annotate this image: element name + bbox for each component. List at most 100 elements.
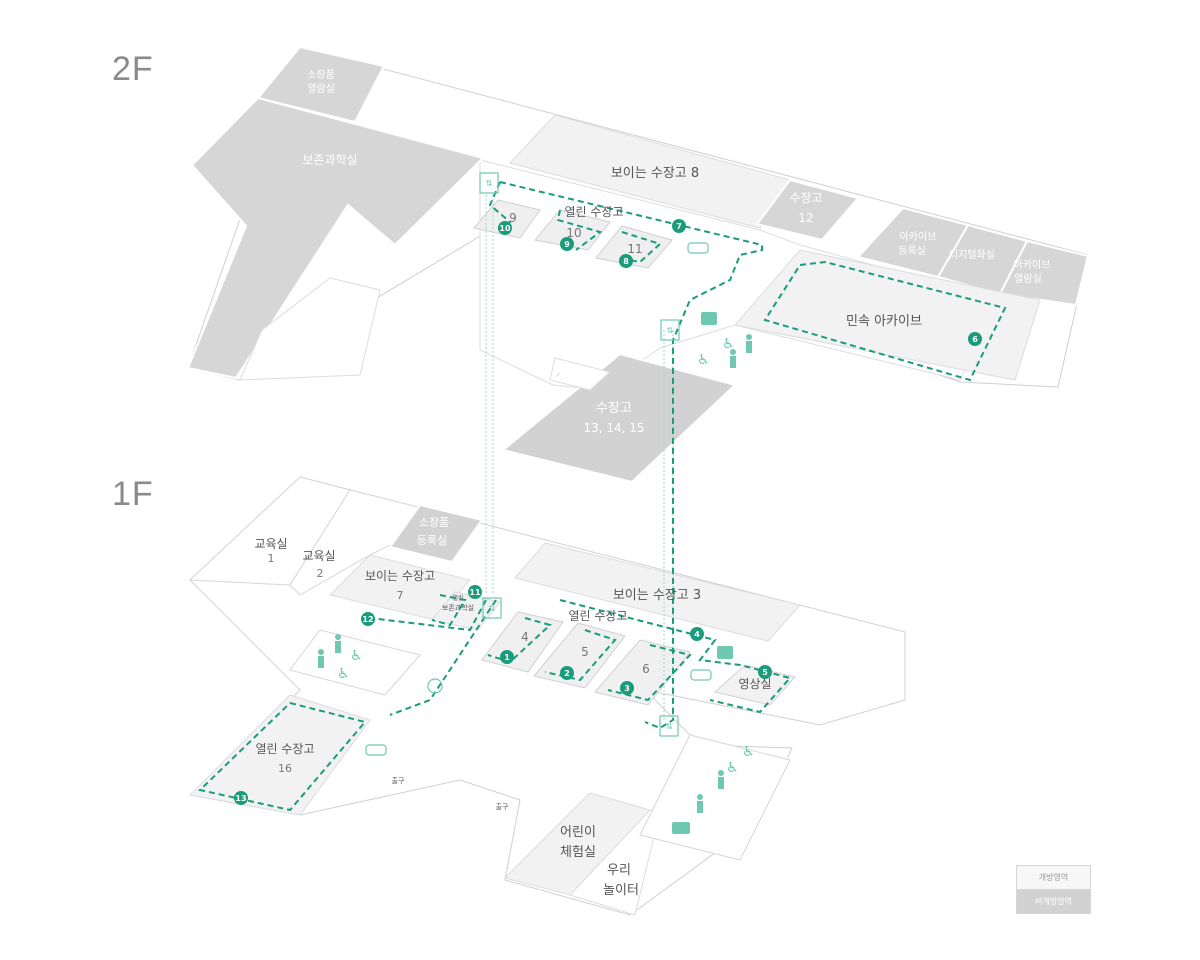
label-storage-view-2f: 소장품 (307, 69, 335, 81)
svg-text:⇅: ⇅ (667, 326, 674, 335)
label-edu-1: 교육실 (254, 537, 287, 551)
map-icons: ⇅ ⇅ ⇅ ⇅ ♿ ♿ ♿ ♿ ♿ ♿ ⸝ (318, 172, 755, 834)
svg-text:9: 9 (564, 240, 570, 249)
label-playground-2: 놀이터 (603, 883, 639, 898)
route-marker-9[interactable]: 9 (560, 237, 574, 251)
sofa-icon (687, 242, 709, 254)
route-marker-1[interactable]: 1 (500, 650, 514, 664)
restroom-icon (746, 334, 752, 353)
route-marker-2[interactable]: 2 (560, 666, 574, 680)
luggage-icon (717, 646, 733, 659)
label-open-storage-16: 열린 수장고 (255, 742, 314, 756)
room-archive-view[interactable] (998, 239, 1090, 307)
label-visible-storage-7: 보이는 수장고 (365, 569, 435, 583)
wheelchair-icon: ♿ (337, 666, 350, 682)
label-room-11: 11 (627, 242, 642, 256)
svg-text:♿: ♿ (337, 666, 350, 682)
room-visible-storage-8[interactable] (509, 114, 791, 229)
room-folk-archive[interactable] (734, 249, 1041, 381)
label-archive-view-2: 열람실 (1014, 272, 1042, 285)
wheelchair-icon: ♿ (350, 648, 363, 664)
room-conservation-strip (239, 277, 381, 381)
label-visible-storage-8: 보이는 수장고 8 (611, 166, 699, 181)
svg-text:10: 10 (499, 224, 511, 233)
legend-closed-area: 비개방영역 (1017, 890, 1090, 913)
room-11[interactable] (595, 225, 673, 269)
route-marker-6[interactable]: 6 (968, 332, 982, 346)
label-collection-reg-2: 등록실 (417, 534, 447, 547)
elevator-icon[interactable]: ⇅ (482, 597, 502, 619)
label-folk-archive: 민속 아카이브 (846, 314, 922, 329)
svg-text:♿: ♿ (697, 352, 710, 368)
restroom-block-1f-left (289, 629, 421, 696)
label-archive-reg: 아카이브 (900, 231, 937, 243)
room-storage-13-15[interactable] (500, 352, 737, 484)
label-collection-reg: 소장품 (419, 516, 449, 529)
floor-1f (188, 476, 906, 916)
label-kids-2: 체험실 (560, 845, 596, 860)
label-room-6: 6 (642, 662, 650, 676)
legend: 개방영역 비개방영역 (1016, 865, 1091, 914)
label-edu-2-num: 2 (317, 567, 324, 580)
label-storage-view-2f-2: 열람실 (307, 82, 335, 95)
route-marker-4[interactable]: 4 (690, 627, 704, 641)
label-storage-13-15: 수장고 (596, 401, 632, 416)
svg-text:2: 2 (564, 669, 570, 678)
svg-text:8: 8 (623, 257, 629, 266)
room-5[interactable] (533, 622, 626, 689)
room-storage-view-2f[interactable] (256, 45, 386, 124)
elevator-icon[interactable]: ⇅ (660, 319, 680, 341)
route-marker-11[interactable]: 11 (468, 585, 482, 599)
label-room-4: 4 (521, 630, 529, 644)
label-playground: 우리 (607, 863, 631, 878)
svg-text:4: 4 (694, 630, 700, 639)
elevator-shafts (485, 195, 674, 720)
restroom-icon (335, 634, 341, 653)
label-video-room: 영상실 (738, 677, 771, 691)
elevator-icon[interactable]: ⇅ (659, 715, 679, 737)
svg-text:⇅: ⇅ (666, 722, 673, 731)
label-room-5: 5 (581, 645, 589, 659)
restroom-icon (697, 794, 703, 813)
wheelchair-icon: ♿ (697, 352, 710, 368)
wheelchair-icon: ♿ (722, 336, 735, 352)
room-conservation-2f[interactable] (186, 96, 485, 380)
label-open-storage-1f: 열린 수장고 (568, 609, 627, 623)
label-open-conservation: 열린 (452, 594, 463, 602)
route-marker-5[interactable]: 5 (758, 665, 772, 679)
restroom-icon (718, 770, 724, 789)
svg-text:7: 7 (676, 222, 682, 231)
label-edu-1-num: 1 (268, 552, 275, 565)
route-marker-7[interactable]: 7 (672, 219, 686, 233)
elevator-icon[interactable]: ⇅ (479, 172, 499, 194)
label-kids: 어린이 (560, 825, 596, 840)
label-archive-reg-2: 등록실 (898, 245, 926, 257)
label-visible-storage-3: 보이는 수장고 3 (613, 588, 701, 603)
sofa-icon (690, 669, 712, 681)
label-storage-12: 수장고 (789, 191, 822, 205)
room-open-storage-16[interactable] (188, 694, 371, 816)
restroom-icon (318, 649, 324, 668)
floor-2f (186, 45, 1090, 484)
luggage-icon (701, 312, 717, 325)
label-room-9: 9 (509, 211, 517, 225)
room-storage-12[interactable] (755, 178, 860, 242)
label-open-conservation-2: 보존과학실 (442, 603, 474, 612)
route-marker-3[interactable]: 3 (620, 681, 634, 695)
route-marker-8[interactable]: 8 (619, 254, 633, 268)
room-10[interactable] (534, 209, 611, 251)
room-9[interactable] (473, 199, 541, 239)
sofa-icon (365, 744, 387, 756)
room-visible-storage-3[interactable] (514, 542, 801, 642)
svg-text:⇅: ⇅ (486, 179, 493, 188)
labels-2f: 소장품 열람실 보존과학실 보이는 수장고 8 수장고 12 열린 수장고 9 … (302, 69, 1050, 435)
room-collection-reg[interactable] (388, 503, 484, 564)
stair-2f (549, 357, 612, 391)
label-room-10: 10 (566, 226, 581, 240)
route-marker-12[interactable]: 12 (361, 612, 375, 626)
label-exit-2: 출구 (496, 802, 509, 811)
route-marker-13[interactable]: 13 (234, 791, 248, 805)
wheelchair-icon: ♿ (742, 744, 755, 760)
route-marker-10[interactable]: 10 (498, 221, 512, 235)
